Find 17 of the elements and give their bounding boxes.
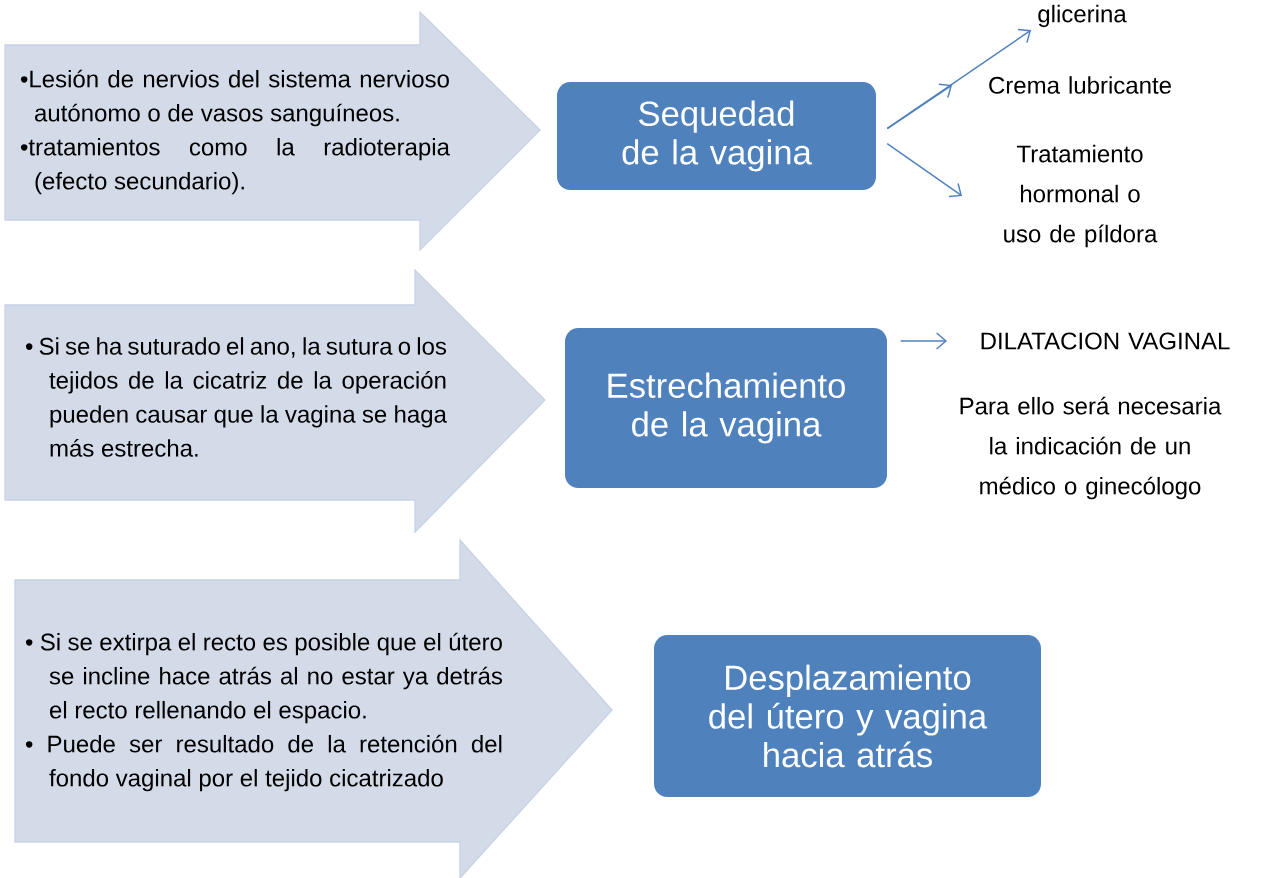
note-text: Para ello será necesaria la indicación de un médico o ginecólogo xyxy=(960,396,1222,500)
bullet-text: •Lesión de nervios del sistema nervioso autónomo o de vasos sanguíneos. xyxy=(20,69,449,127)
arrow xyxy=(886,83,953,130)
bullet-text: • Si se extirpa el recto es posible que el útero se incline hace atrás al no estar ya detrás el recto rellenando el espacio. xyxy=(25,632,503,724)
rounded-box: Sequedad de la vagina xyxy=(557,82,876,190)
option-text: Crema lubricante xyxy=(989,76,1171,94)
option-text: Tratamiento hormonal o uso de píldora xyxy=(1004,144,1158,248)
option-text: DILATACION VAGINAL xyxy=(981,332,1230,350)
option-text: glicerina xyxy=(1038,4,1127,28)
arrow xyxy=(886,142,963,198)
bullet-text: • Si se ha suturado el ano, la sutura o los tejidos de la cicatriz de la operación pueden causar que la vagina se haga más estrecha. xyxy=(25,337,447,457)
bullet-text: • Puede ser resultado de la retención del fondo vaginal por el tejido cicatrizado xyxy=(25,734,502,792)
arrow xyxy=(886,28,1032,130)
rounded-box: Desplazamiento del útero y vagina hacia atrás xyxy=(654,635,1041,797)
bullet-text: •tratamientos como la radioterapia (efecto secundario). xyxy=(20,137,450,195)
arrow xyxy=(899,332,948,350)
rounded-box: Estrechamiento de la vagina xyxy=(565,328,887,488)
